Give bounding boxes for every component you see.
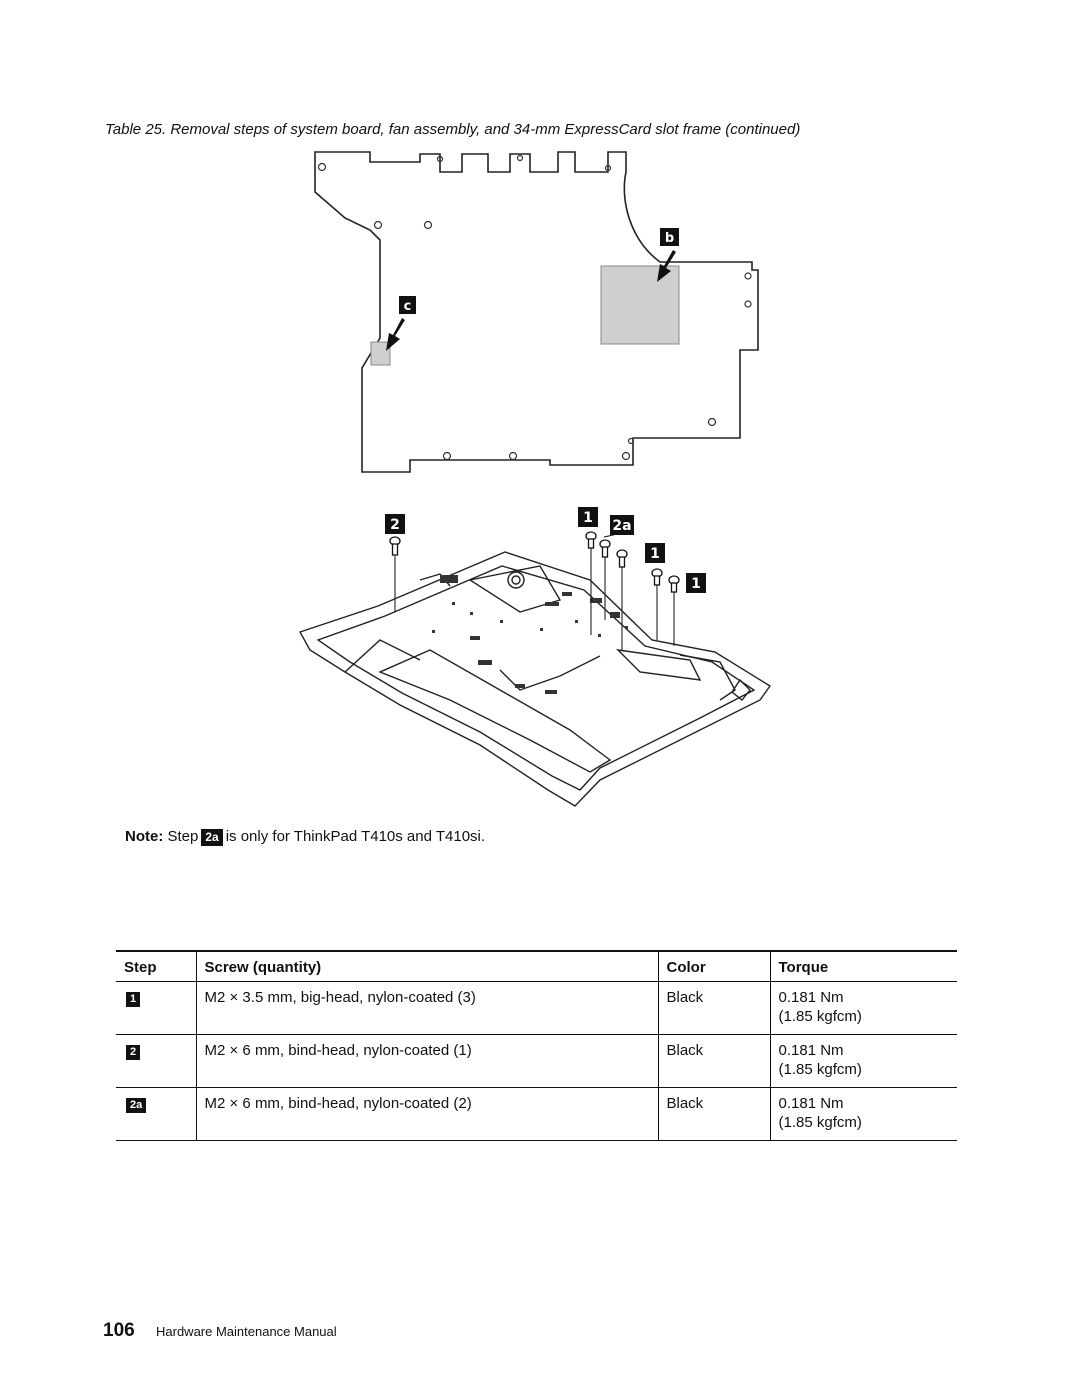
base-cover-outline — [298, 551, 772, 807]
torque-cell: 0.181 Nm (1.85 kgfcm) — [769, 1087, 957, 1141]
torque-nm: 0.181 Nm — [778, 989, 844, 1006]
arrow-b-icon — [657, 250, 676, 282]
torque-kgf: (1.85 kgfcm) — [778, 1061, 862, 1078]
arrow-c-icon — [386, 318, 405, 351]
table-caption: Table 25. Removal steps of system board,… — [105, 121, 801, 138]
table-row: 2a M2 × 6 mm, bind-head, nylon-coated (2… — [116, 1087, 957, 1141]
color-cell: Black — [657, 981, 770, 1035]
screw-icons — [389, 531, 680, 593]
torque-cell: 0.181 Nm (1.85 kgfcm) — [769, 981, 957, 1035]
screw-leader-lines — [394, 548, 675, 650]
step-badge: 1 — [126, 992, 141, 1007]
screw-step2a-icon — [616, 549, 628, 568]
color-cell: Black — [657, 1034, 770, 1088]
color-cell: Black — [657, 1087, 770, 1141]
page-number: 106 — [103, 1320, 135, 1341]
screw-step2a-icon — [599, 539, 611, 558]
header-color: Color — [657, 950, 770, 982]
screw-step1-icon — [651, 568, 663, 586]
table-row: 2 M2 × 6 mm, bind-head, nylon-coated (1)… — [116, 1034, 957, 1088]
table-row: 1 M2 × 3.5 mm, big-head, nylon-coated (3… — [116, 981, 957, 1035]
system-board-outline — [314, 151, 759, 473]
header-torque: Torque — [769, 950, 957, 982]
system-board-removal-figure: b c — [298, 151, 772, 807]
chip-area-b — [600, 265, 680, 345]
screw-cell: M2 × 6 mm, bind-head, nylon-coated (2) — [195, 1087, 658, 1141]
screw-table: Step Screw (quantity) Color Torque 1 M2 … — [116, 950, 957, 1141]
callout-step1: 1 — [583, 510, 593, 526]
note-before: Step — [167, 828, 199, 845]
note-label: Note: — [125, 828, 164, 845]
callout-b: b — [665, 231, 674, 246]
table-header-row: Step Screw (quantity) Color Torque — [116, 950, 957, 982]
screw-cell: M2 × 6 mm, bind-head, nylon-coated (1) — [195, 1034, 658, 1088]
callout-step1: 1 — [650, 546, 660, 562]
callout-step2a: 2a — [612, 518, 631, 534]
torque-nm: 0.181 Nm — [778, 1095, 844, 1112]
step-badge: 2 — [126, 1045, 141, 1060]
manual-title: Hardware Maintenance Manual — [156, 1324, 337, 1339]
screw-step1-icon — [668, 575, 680, 593]
chip-area-c — [370, 341, 391, 366]
step-badge: 2a — [126, 1098, 147, 1113]
note-step-badge: 2a — [201, 828, 223, 846]
torque-nm: 0.181 Nm — [778, 1042, 844, 1059]
callout-c: c — [404, 299, 412, 314]
torque-kgf: (1.85 kgfcm) — [778, 1008, 862, 1025]
header-screw: Screw (quantity) — [195, 950, 658, 982]
callout-step2: 2 — [390, 517, 400, 533]
torque-cell: 0.181 Nm (1.85 kgfcm) — [769, 1034, 957, 1088]
screw-cell: M2 × 3.5 mm, big-head, nylon-coated (3) — [195, 981, 658, 1035]
base-cover-details — [432, 575, 628, 694]
note-after: is only for ThinkPad T410s and T410si. — [225, 828, 486, 845]
board-mount-holes — [317, 154, 752, 461]
screw-step1-icon — [585, 531, 597, 549]
callout-step1: 1 — [691, 576, 701, 592]
torque-kgf: (1.85 kgfcm) — [778, 1114, 862, 1131]
header-step: Step — [116, 950, 196, 982]
screw-step2-icon — [389, 536, 401, 556]
